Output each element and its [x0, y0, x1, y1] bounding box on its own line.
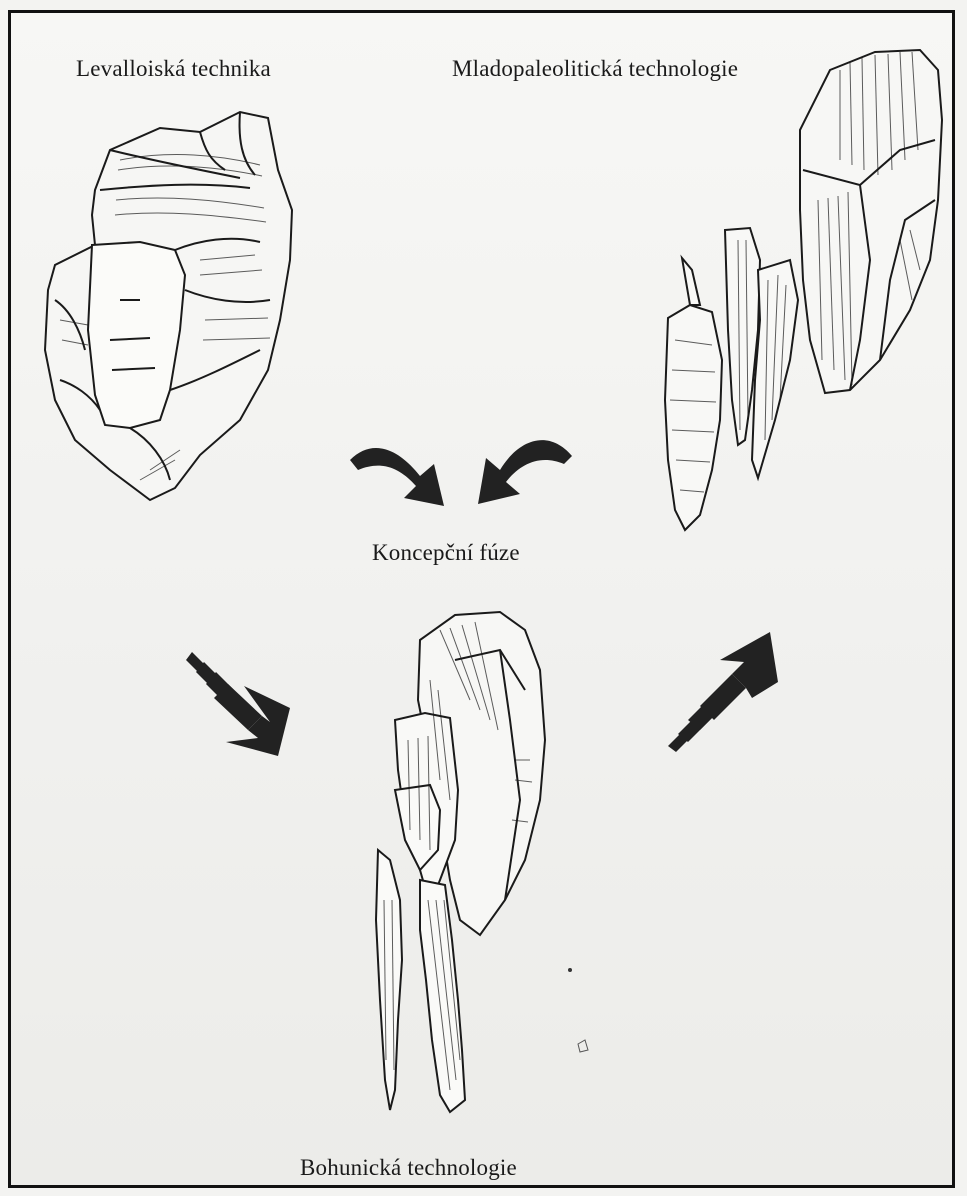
label-conceptual-fusion: Koncepční fúze	[372, 540, 520, 566]
bohunice-core-drawing	[376, 612, 545, 1112]
curved-arrow-right	[478, 440, 572, 504]
upper-paleolithic-core-drawing	[665, 50, 942, 530]
label-bohunice-technology: Bohunická technologie	[300, 1155, 517, 1181]
speck	[578, 1040, 588, 1052]
levallois-core-drawing	[45, 112, 292, 500]
label-upper-paleolithic: Mladopaleolitická technologie	[452, 56, 738, 82]
striped-arrow-up-right	[668, 632, 778, 752]
speck	[568, 968, 572, 972]
striped-arrow-down-right	[186, 652, 290, 756]
curved-arrow-left	[350, 448, 444, 506]
label-levallois: Levalloiská technika	[76, 56, 271, 82]
